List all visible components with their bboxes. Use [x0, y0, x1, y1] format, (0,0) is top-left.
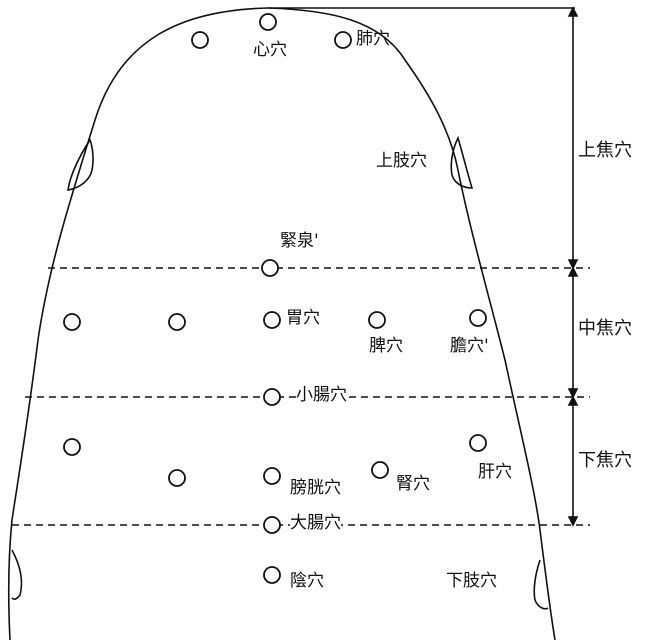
zone-middle-label: 中焦穴 — [578, 318, 632, 339]
point-marker — [191, 31, 209, 49]
left-upper-bump — [67, 138, 94, 191]
outline-right — [267, 7, 556, 641]
point-marker — [469, 434, 487, 452]
zone-upper-label: 上焦穴 — [578, 140, 632, 161]
point-marker — [469, 309, 487, 327]
zone-lower-label: 下焦穴 — [578, 450, 632, 471]
label-jinquan: 緊泉' — [280, 231, 319, 251]
point-marker — [261, 259, 279, 277]
right-upper-bump — [450, 135, 474, 189]
point-marker — [168, 469, 186, 487]
label-shangzhi: 上肢穴 — [376, 151, 427, 171]
point-marker — [263, 388, 281, 406]
outline-left — [7, 7, 269, 641]
point-marker — [263, 311, 281, 329]
point-marker — [63, 313, 81, 331]
label-xiaochang: 小腸穴 — [296, 385, 347, 405]
point-marker — [368, 311, 386, 329]
label-shen: 腎穴 — [396, 474, 430, 494]
label-yin: 陰穴 — [290, 571, 324, 591]
label-fei: 肺穴 — [356, 29, 390, 49]
point-marker — [263, 516, 281, 534]
point-marker — [263, 566, 281, 584]
label-dan: 膽穴' — [450, 336, 489, 356]
point-marker — [263, 467, 281, 485]
point-marker — [259, 13, 277, 31]
left-lower-bump — [11, 549, 23, 601]
label-panggguang: 膀胱穴 — [290, 478, 341, 498]
label-xiazhi: 下肢穴 — [446, 571, 497, 591]
label-pi: 脾穴 — [369, 336, 403, 356]
label-xin: 心穴 — [253, 40, 287, 60]
label-dachang: 大腸穴 — [290, 513, 341, 533]
point-marker — [63, 438, 81, 456]
right-lower-bump — [533, 559, 549, 610]
point-marker — [168, 313, 186, 331]
label-gan: 肝穴 — [478, 462, 512, 482]
point-marker — [334, 31, 352, 49]
label-wei: 胃穴 — [286, 308, 320, 328]
point-marker — [371, 461, 389, 479]
